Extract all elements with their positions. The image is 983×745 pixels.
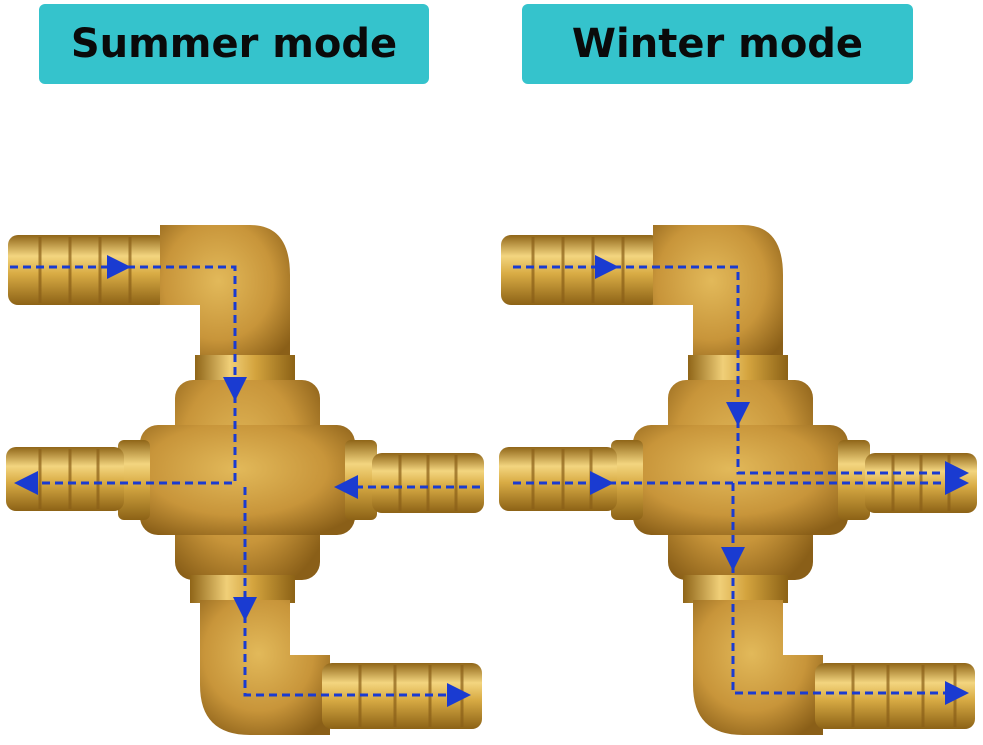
winter-flow-arrows	[513, 255, 969, 705]
summer-mode-label: Summer mode	[39, 4, 429, 84]
winter-mode-text: Winter mode	[571, 21, 864, 67]
summer-fitting-image	[6, 225, 484, 735]
barb-left	[499, 447, 617, 511]
winter-mode-label: Winter mode	[522, 4, 913, 84]
barb-top-left	[501, 235, 661, 305]
barb-right	[372, 453, 484, 513]
winter-fitting-image	[499, 225, 977, 735]
barb-top-left	[8, 235, 168, 305]
summer-mode-text: Summer mode	[70, 21, 398, 67]
barb-left	[6, 447, 124, 511]
barb-bottom-right	[815, 663, 975, 729]
summer-flow-arrows	[10, 255, 480, 707]
